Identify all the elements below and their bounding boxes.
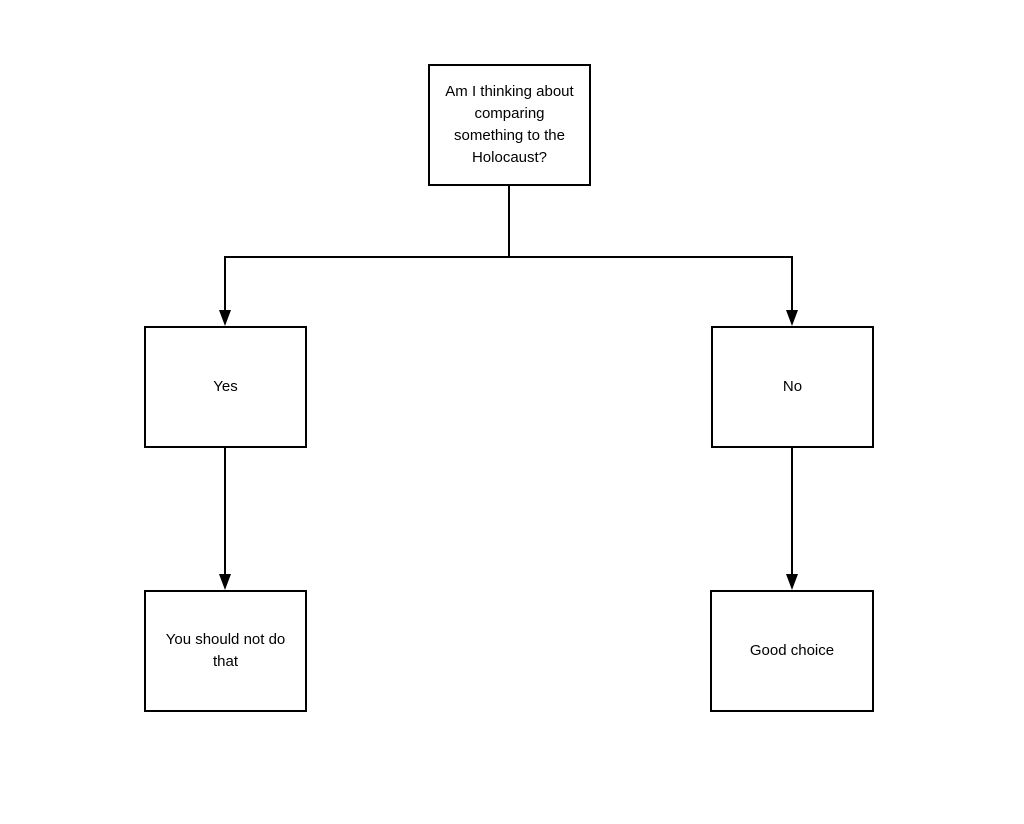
node-yes-label: Yes [213,378,238,395]
node-question-label: Am I thinking about comparing something … [445,83,574,166]
node-yes: Yes [144,326,307,448]
arrowhead-to-good-choice [786,574,798,590]
node-should-not-label: You should not do that [165,631,286,670]
node-good-choice: Good choice [710,590,874,712]
node-good-choice-label: Good choice [749,642,835,659]
node-no-label: No [782,378,803,395]
node-no: No [711,326,874,448]
arrowhead-to-no [786,310,798,326]
node-should-not: You should not do that [144,590,307,712]
arrowhead-to-should-not [219,574,231,590]
node-question: Am I thinking about comparing something … [428,64,591,186]
arrowhead-to-yes [219,310,231,326]
